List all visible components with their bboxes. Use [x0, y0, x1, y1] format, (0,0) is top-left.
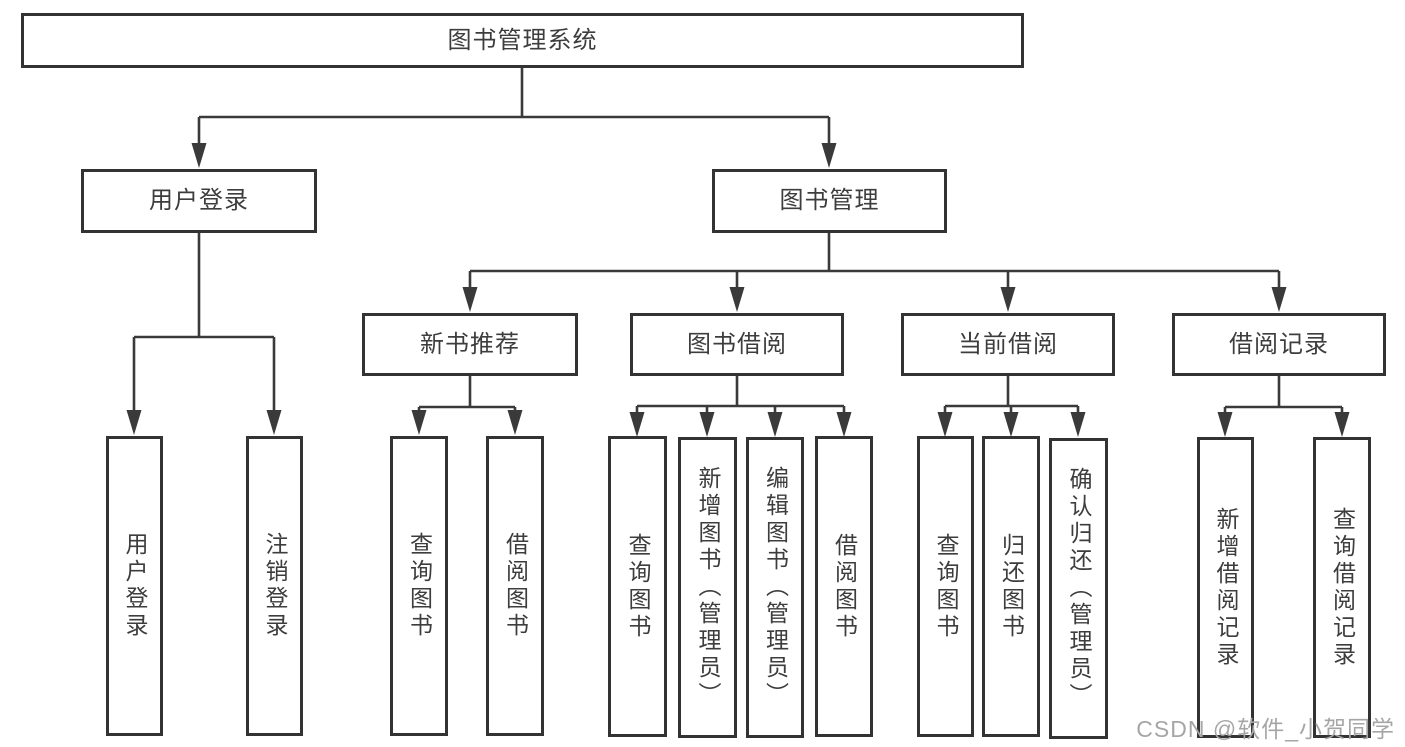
- node-edit-book-admin: 编辑图书（管理员）: [746, 437, 804, 738]
- node-book-borrowing: 图书借阅: [630, 313, 844, 376]
- node-confirm-return-admin: 确认归还（管理员）: [1049, 438, 1108, 739]
- node-add-book-admin: 新增图书（管理员）: [678, 437, 737, 738]
- node-query-books-newbook: 查询图书: [390, 436, 448, 736]
- node-borrowing-records: 借阅记录: [1172, 313, 1386, 376]
- node-return-books: 归还图书: [982, 436, 1040, 737]
- node-book-management: 图书管理: [712, 169, 947, 233]
- csdn-watermark: CSDN @软件_小贺同学: [1136, 716, 1395, 742]
- node-query-books-borrow: 查询图书: [608, 436, 667, 737]
- node-user-login: 用户登录: [81, 169, 317, 233]
- node-logout-action: 注销登录: [246, 436, 303, 736]
- node-library-management-system: 图书管理系统: [21, 13, 1024, 68]
- node-query-borrow-record: 查询借阅记录: [1313, 437, 1371, 738]
- node-new-book-recommendation: 新书推荐: [362, 313, 578, 376]
- node-current-borrowing: 当前借阅: [901, 313, 1115, 376]
- node-add-borrow-record: 新增借阅记录: [1197, 437, 1254, 738]
- node-borrow-books-newbook: 借阅图书: [486, 436, 544, 736]
- node-borrow-books-borrow: 借阅图书: [815, 436, 873, 737]
- node-user-login-action: 用户登录: [106, 436, 163, 736]
- node-query-books-current: 查询图书: [917, 436, 974, 737]
